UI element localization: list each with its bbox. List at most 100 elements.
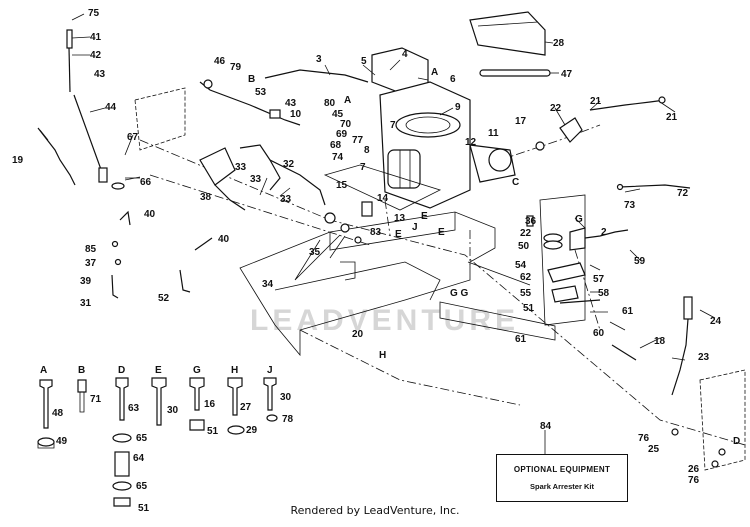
callout-85: 85 <box>85 244 97 255</box>
callout-9: 9 <box>455 102 461 113</box>
engine-assembly <box>323 47 516 211</box>
callout-2: 2 <box>601 227 607 238</box>
callout-75: 75 <box>88 8 100 19</box>
callout-71: 71 <box>90 394 102 405</box>
callout-51a: 51 <box>523 303 535 314</box>
letter-E1: E <box>421 211 428 222</box>
callout-51b: 51 <box>138 503 150 514</box>
letter-E2: E <box>395 229 402 240</box>
callout-21a: 21 <box>590 96 602 107</box>
letter-A-bolt: A <box>40 365 47 376</box>
callout-26: 26 <box>688 464 700 475</box>
hardware-row <box>37 377 278 507</box>
callout-41: 41 <box>90 32 102 43</box>
callout-79: 79 <box>230 62 242 73</box>
callout-40a: 40 <box>144 209 156 220</box>
callout-29: 29 <box>246 425 258 436</box>
callout-13: 13 <box>394 213 406 224</box>
callout-20: 20 <box>352 329 364 340</box>
lower-right-parts <box>611 296 746 471</box>
callout-35: 35 <box>309 247 321 258</box>
callout-33c: 33 <box>280 194 292 205</box>
callout-61b: 61 <box>515 334 527 345</box>
callout-6: 6 <box>450 74 456 85</box>
callout-8: 8 <box>364 145 370 156</box>
callout-73: 73 <box>624 200 636 211</box>
callout-45: 45 <box>332 109 344 120</box>
callout-52: 52 <box>158 293 170 304</box>
callout-65a: 65 <box>136 433 148 444</box>
letter-B-cable: B <box>248 74 255 85</box>
render-credit: Rendered by LeadVenture, Inc. <box>290 504 460 517</box>
callout-38: 38 <box>200 192 212 203</box>
leader-lines <box>39 13 716 455</box>
callout-3: 3 <box>316 54 322 65</box>
watermark: LEADVENTURE <box>250 304 519 337</box>
callout-48: 48 <box>52 408 64 419</box>
pedal-linkage <box>199 144 373 244</box>
callout-49: 49 <box>56 436 68 447</box>
callout-21b: 21 <box>666 112 678 123</box>
letter-GG: G G <box>450 288 469 299</box>
letter-J-bolt: J <box>267 365 273 376</box>
callout-58: 58 <box>598 288 610 299</box>
callout-77: 77 <box>352 135 364 146</box>
callout-42: 42 <box>90 50 102 61</box>
callout-47: 47 <box>561 69 573 80</box>
letter-E3: E <box>438 227 445 238</box>
callout-50: 50 <box>518 241 530 252</box>
callout-39: 39 <box>80 276 92 287</box>
callout-22b: 22 <box>520 228 532 239</box>
callout-24: 24 <box>710 316 722 327</box>
optional-equipment-title: OPTIONAL EQUIPMENT <box>513 465 611 474</box>
spark-arrester-kit-label: Spark Arrester Kit <box>530 482 594 491</box>
callout-11: 11 <box>488 128 499 139</box>
callout-numbers: 75 41 42 43 44 19 67 66 3 5 4 6 46 79 53… <box>12 8 722 514</box>
callout-74: 74 <box>332 152 344 163</box>
callout-31: 31 <box>80 298 92 309</box>
callout-69: 69 <box>336 129 348 140</box>
callout-65b: 65 <box>136 481 148 492</box>
callout-25: 25 <box>648 444 660 455</box>
callout-76b: 76 <box>688 475 700 486</box>
callout-36: 36 <box>525 216 537 227</box>
callout-66: 66 <box>140 177 152 188</box>
letter-A-cable: A <box>431 67 438 78</box>
callout-28: 28 <box>553 38 565 49</box>
callout-44: 44 <box>105 102 117 113</box>
optional-equipment-box: OPTIONAL EQUIPMENT Spark Arrester Kit <box>496 454 628 502</box>
callout-23: 23 <box>698 352 710 363</box>
callout-78: 78 <box>282 414 294 425</box>
left-control-rods <box>37 29 186 190</box>
callout-34: 34 <box>262 279 274 290</box>
callout-51c: 51 <box>207 426 219 437</box>
callout-33a: 33 <box>235 162 247 173</box>
callout-64: 64 <box>133 453 145 464</box>
callout-15: 15 <box>336 180 348 191</box>
callout-14: 14 <box>377 193 389 204</box>
callout-61a: 61 <box>622 306 634 317</box>
callout-12: 12 <box>465 137 477 148</box>
callout-83: 83 <box>370 227 382 238</box>
callout-60: 60 <box>593 328 605 339</box>
callout-27: 27 <box>240 402 252 413</box>
throttle-cable <box>199 69 369 126</box>
letter-E-bolt: E <box>155 365 162 376</box>
callout-19: 19 <box>12 155 24 166</box>
callout-37: 37 <box>85 258 97 269</box>
callout-55: 55 <box>520 288 532 299</box>
letter-C: C <box>512 177 519 188</box>
callout-43b: 43 <box>285 98 297 109</box>
callout-62: 62 <box>520 272 532 283</box>
callout-10: 10 <box>290 109 302 120</box>
callout-59: 59 <box>634 256 646 267</box>
callout-72: 72 <box>677 188 689 199</box>
letter-G-bolt: G <box>193 365 201 376</box>
callout-22a: 22 <box>550 103 562 114</box>
callout-33b: 33 <box>250 174 262 185</box>
callout-30a: 30 <box>167 405 179 416</box>
callout-63: 63 <box>128 403 140 414</box>
callout-84: 84 <box>540 421 552 432</box>
brake-assembly <box>526 194 629 326</box>
callout-17: 17 <box>515 116 527 127</box>
